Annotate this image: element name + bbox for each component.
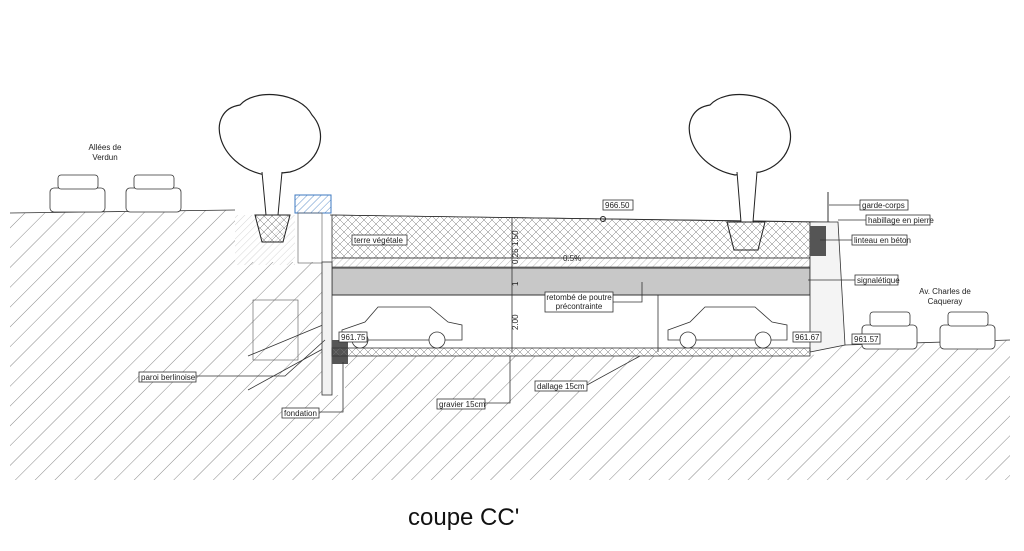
- level-floor-right: 961.67: [795, 333, 820, 342]
- label-dallage: dallage 15cm: [537, 382, 585, 391]
- dim-earth: 1.50: [511, 230, 520, 246]
- label-linteau: linteau en béton: [854, 236, 911, 245]
- car-icon: [49, 174, 996, 350]
- street-right-line1: Av. Charles de: [919, 287, 971, 296]
- left-wall: [321, 261, 333, 396]
- dim-clear-height: 2.00: [511, 314, 520, 330]
- berlin-wall-detail: [252, 299, 299, 361]
- roof-slab: [331, 267, 811, 296]
- label-fondation: fondation: [284, 409, 317, 418]
- street-left-line1: Allées de: [89, 143, 122, 152]
- street-left-line2: Verdun: [92, 153, 117, 162]
- tree-left-icon: [218, 93, 322, 243]
- label-garde-corps: garde-corps: [862, 201, 905, 210]
- lintel: [810, 226, 826, 256]
- label-retombee-2: précontrainte: [556, 302, 603, 311]
- ground-soil: [10, 210, 1010, 480]
- label-habillage: habillage en pierre: [868, 216, 934, 225]
- street-right-line2: Caqueray: [928, 297, 963, 306]
- tree-right-icon: [688, 93, 792, 251]
- level-top: 966.50: [605, 201, 630, 210]
- slope: 0.5%: [563, 254, 581, 263]
- drawing-title: coupe CC': [408, 504, 519, 531]
- label-retombee-1: retombé de poutre: [546, 293, 612, 302]
- level-street-right: 961.57: [854, 335, 879, 344]
- dim-beam: 1: [511, 281, 520, 286]
- floor-slab: [331, 347, 811, 357]
- label-signaletique: signalétique: [857, 276, 900, 285]
- label-gravier: gravier 15cm: [439, 400, 486, 409]
- label-terre-vegetale: terre végétale: [354, 236, 403, 245]
- level-floor-left: 961.75: [341, 333, 366, 342]
- parapet: [294, 194, 332, 214]
- label-paroi: paroi berlinoise: [141, 373, 196, 382]
- dim-membrane: 0.25: [511, 248, 520, 264]
